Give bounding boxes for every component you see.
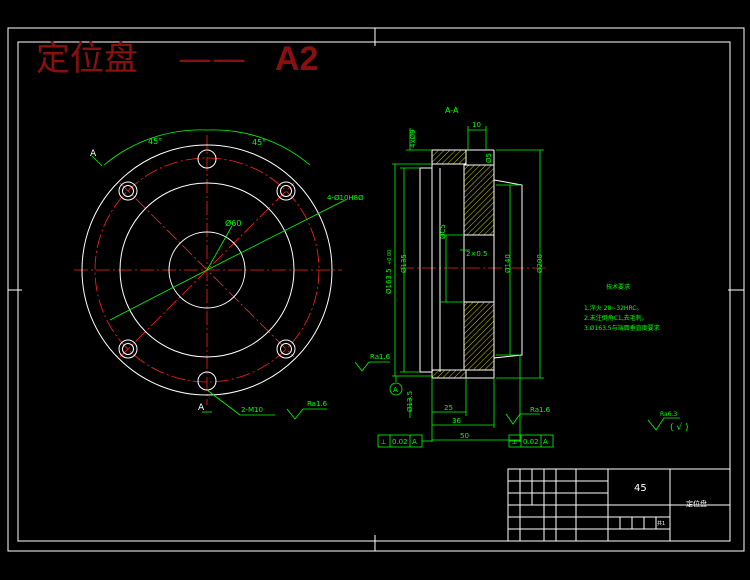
roughness-misc-text: Ra6.3 bbox=[660, 411, 677, 418]
section-view: A-A bbox=[354, 106, 554, 448]
dim-hole-callout: 4-Ø10H8Ø bbox=[327, 194, 364, 202]
drawing-frame bbox=[7, 27, 745, 552]
dim-25: 25 bbox=[444, 404, 453, 412]
front-view: 45° 45° Ø60 4-Ø10H8Ø 2-M10 Ra1.6 A A bbox=[74, 129, 364, 420]
title-dash: —— bbox=[178, 39, 246, 79]
title-block-material: 45 bbox=[634, 483, 647, 494]
notes-title: 技术要求 bbox=[606, 283, 630, 291]
dim-top-width: 10 bbox=[472, 121, 481, 129]
roughness-left: Ra1.6 bbox=[370, 353, 391, 361]
tol-right-datum: A bbox=[543, 438, 548, 446]
dim-d2: Ø135 bbox=[400, 254, 408, 273]
notes-item-1: 1.淬火 28~32HRC。 bbox=[584, 304, 643, 312]
datum-letter: A bbox=[393, 386, 398, 394]
section-mark-top: A bbox=[90, 149, 97, 159]
angle-right-label: 45° bbox=[252, 138, 266, 147]
tol-left-datum: A bbox=[412, 438, 417, 446]
dim-left-top: 4xØ9 bbox=[409, 129, 417, 148]
dim-d1: Ø163.5 bbox=[385, 268, 393, 294]
section-label: A-A bbox=[445, 106, 459, 115]
technical-notes: 技术要求 1.淬火 28~32HRC。 2.未注倒角C1,去毛刺。 3.Ø163… bbox=[584, 283, 660, 332]
dim-d1-tol: +0.00 bbox=[387, 250, 393, 265]
roughness-misc: Ra6.3 ( √ ) bbox=[647, 411, 688, 433]
title-chinese: 定位盘 bbox=[36, 39, 138, 79]
notes-item-3: 3.Ø163.5与端面垂直度要求 bbox=[584, 324, 660, 332]
roughness-misc-paren: ( √ ) bbox=[670, 422, 688, 433]
dim-bottom-callout: 2-M10 bbox=[241, 406, 263, 414]
dim-left-bottom: Ø13.5 bbox=[406, 391, 414, 412]
title-size: A2 bbox=[275, 40, 318, 78]
dim-small-step: Ø5 bbox=[485, 153, 493, 163]
dim-center-label: Ø60 bbox=[225, 218, 241, 228]
notes-item-2: 2.未注倒角C1,去毛刺。 bbox=[584, 314, 648, 322]
dim-bore-inner: ØC5 bbox=[439, 224, 447, 239]
dim-50: 50 bbox=[460, 432, 469, 440]
title-block-part-name: 定位盘 bbox=[686, 499, 707, 508]
dim-outer: Ø200 bbox=[536, 254, 544, 273]
tol-right-value: 0.02 bbox=[523, 438, 539, 446]
dim-chamfer: 2×0.5 bbox=[466, 250, 487, 258]
drawing-title: 定位盘 —— A2 bbox=[36, 39, 318, 79]
roughness-right: Ra1.6 bbox=[530, 406, 551, 414]
tol-left-symbol: ⟂ bbox=[381, 438, 386, 446]
dim-36: 36 bbox=[452, 417, 461, 425]
dim-hub: Ø140 bbox=[504, 254, 512, 273]
title-block bbox=[507, 468, 731, 542]
roughness-front: Ra1.6 bbox=[307, 400, 328, 408]
title-block-sheet: 共1 bbox=[657, 520, 665, 527]
section-mark-bottom: A bbox=[198, 403, 205, 413]
tol-left-value: 0.02 bbox=[392, 438, 408, 446]
tol-right-symbol: ⟂ bbox=[512, 438, 517, 446]
angle-left-label: 45° bbox=[148, 137, 162, 146]
